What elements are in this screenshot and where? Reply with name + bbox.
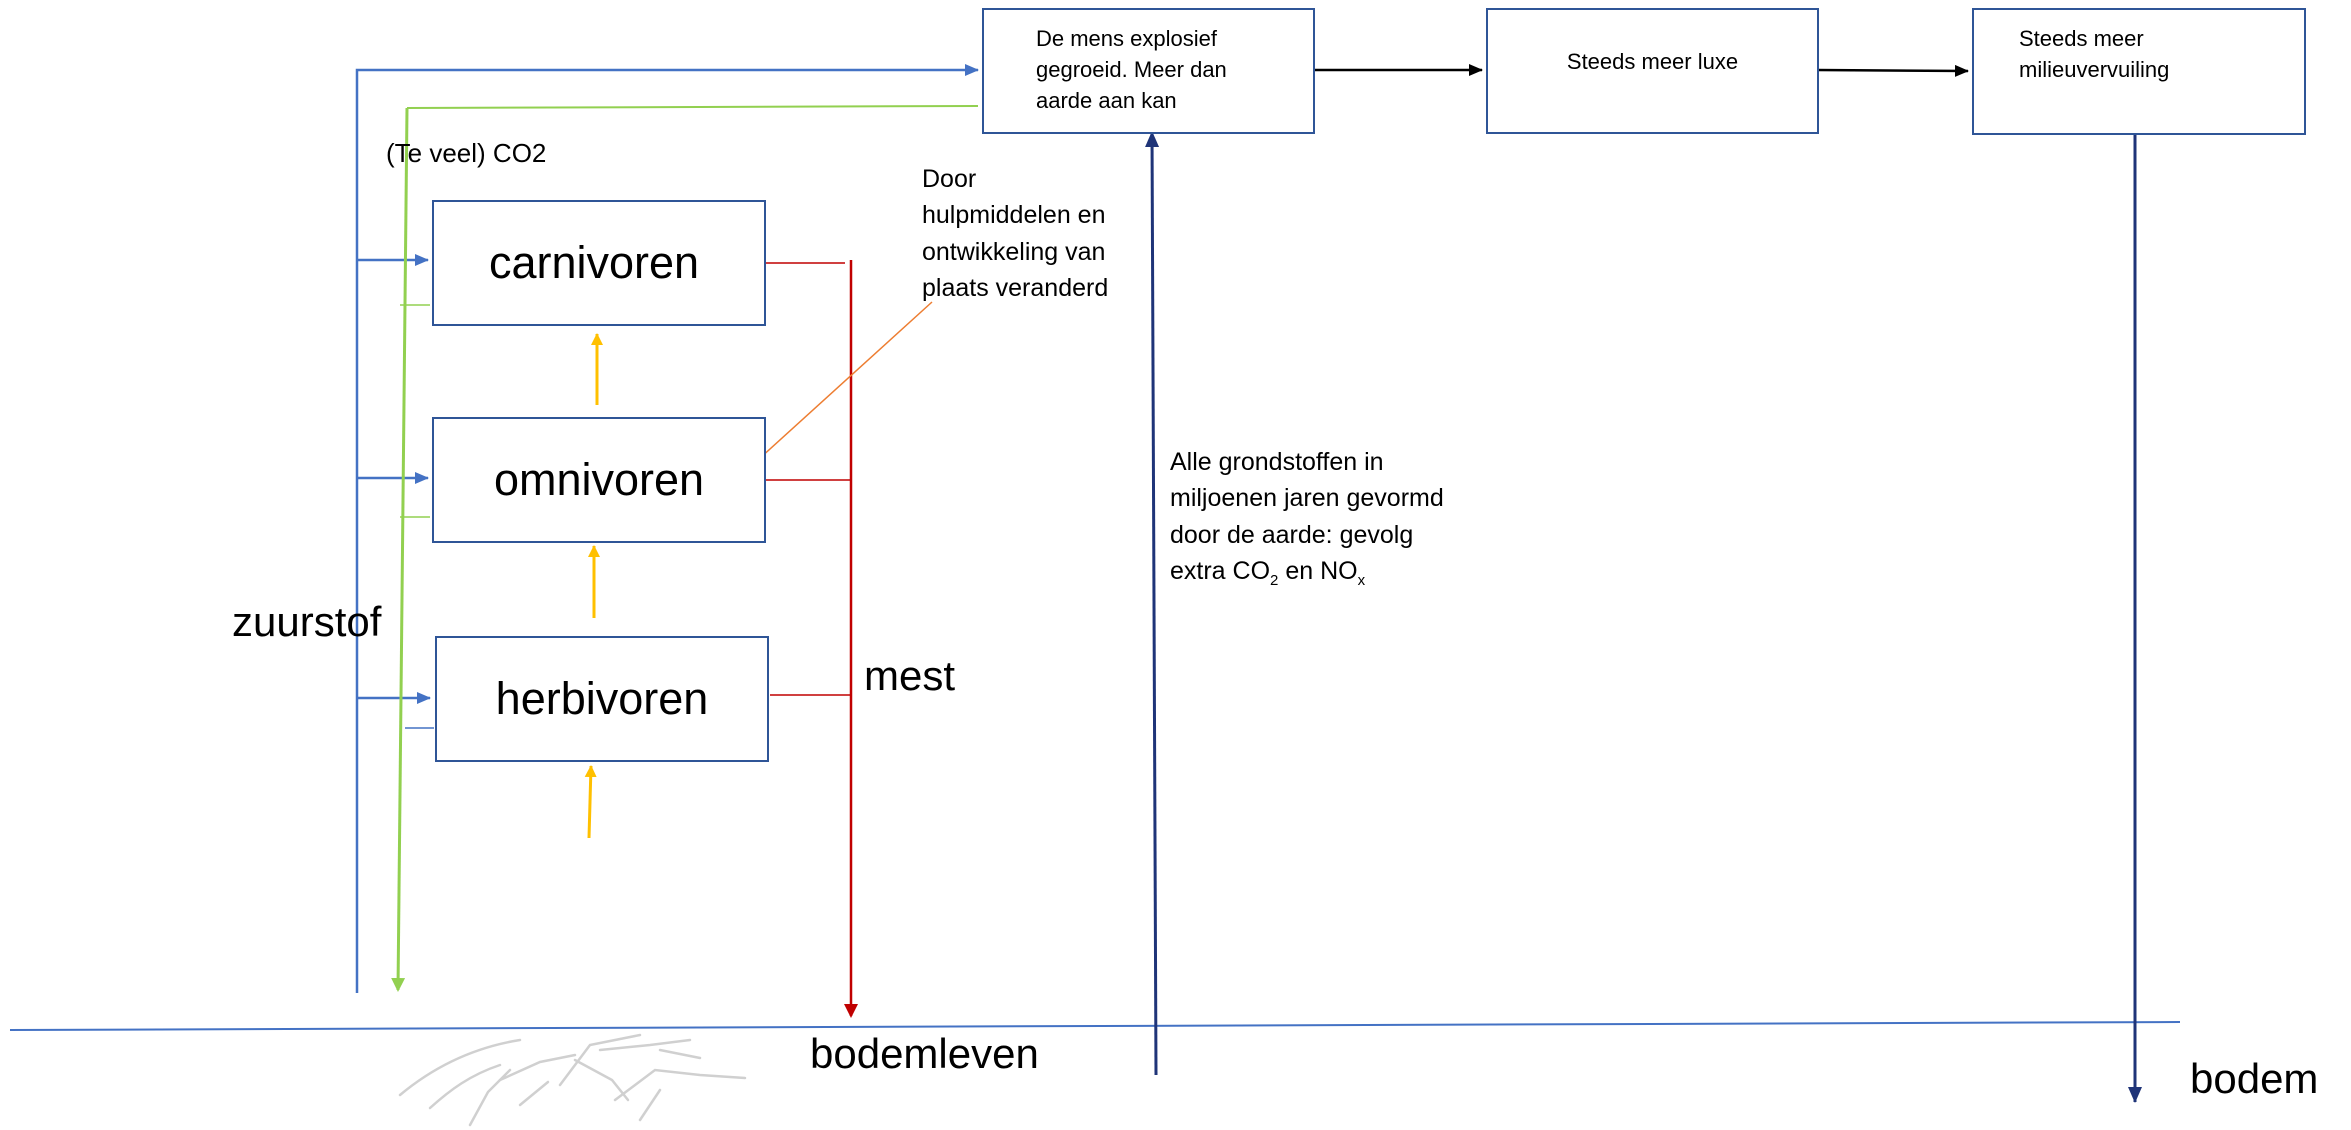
node-omnivoren-label: omnivoren <box>493 454 705 505</box>
resource-up-arrow <box>1145 131 1160 1076</box>
node-luxe-label: Steeds meer luxe <box>1566 49 1739 74</box>
bodem-label: bodem <box>2190 1055 2319 1102</box>
node-herbivoren-label: herbivoren <box>495 673 709 724</box>
bodemleven-label: bodemleven <box>810 1030 1039 1077</box>
manure-arrows <box>766 260 858 1018</box>
node-omnivoren: omnivoren <box>432 417 766 543</box>
food-chain-arrows <box>584 333 603 839</box>
node-carnivoren-label: carnivoren <box>488 237 700 288</box>
node-vervuiling-label: Steeds meer milieuvervuiling <box>2019 26 2170 82</box>
callout-line <box>737 301 933 479</box>
grondstoffen-line1: Alle grondstoffen in <box>1170 448 1384 476</box>
flow-arrow-luxe-vervuiling <box>1816 64 1969 77</box>
co2-top-line <box>406 105 979 109</box>
hulpmiddelen-annotation: Door hulpmiddelen en ontwikkeling van pl… <box>922 165 1109 302</box>
food-arrow-herbivoren <box>584 765 597 839</box>
node-mens-label: De mens explosief gegroeid. Meer dan aar… <box>1036 26 1227 113</box>
roots-sketch <box>398 1033 747 1127</box>
node-luxe: Steeds meer luxe <box>1486 8 1819 134</box>
grondstoffen-line4: extra CO2 en NOx <box>1170 556 1366 589</box>
node-vervuiling: Steeds meer milieuvervuiling <box>1972 8 2306 135</box>
oxygen-main-arrow <box>355 64 979 993</box>
node-carnivoren: carnivoren <box>432 200 766 326</box>
grondstoffen-line3: door de aarde: gevolg <box>1170 520 1414 549</box>
mest-label: mest <box>864 652 956 699</box>
co2-arrows <box>391 105 979 992</box>
node-herbivoren: herbivoren <box>435 636 769 762</box>
co2-main-arrow <box>391 107 409 992</box>
grondstoffen-annotation: Alle grondstoffen in miljoenen jaren gev… <box>1170 444 1444 592</box>
ground-line <box>9 1021 2181 1031</box>
co2-label: (Te veel) CO2 <box>386 138 547 168</box>
grondstoffen-line2: miljoenen jaren gevormd <box>1170 484 1444 513</box>
node-mens: De mens explosief gegroeid. Meer dan aar… <box>982 8 1315 134</box>
zuurstof-label: zuurstof <box>232 598 382 645</box>
oxygen-arrows <box>355 64 979 993</box>
